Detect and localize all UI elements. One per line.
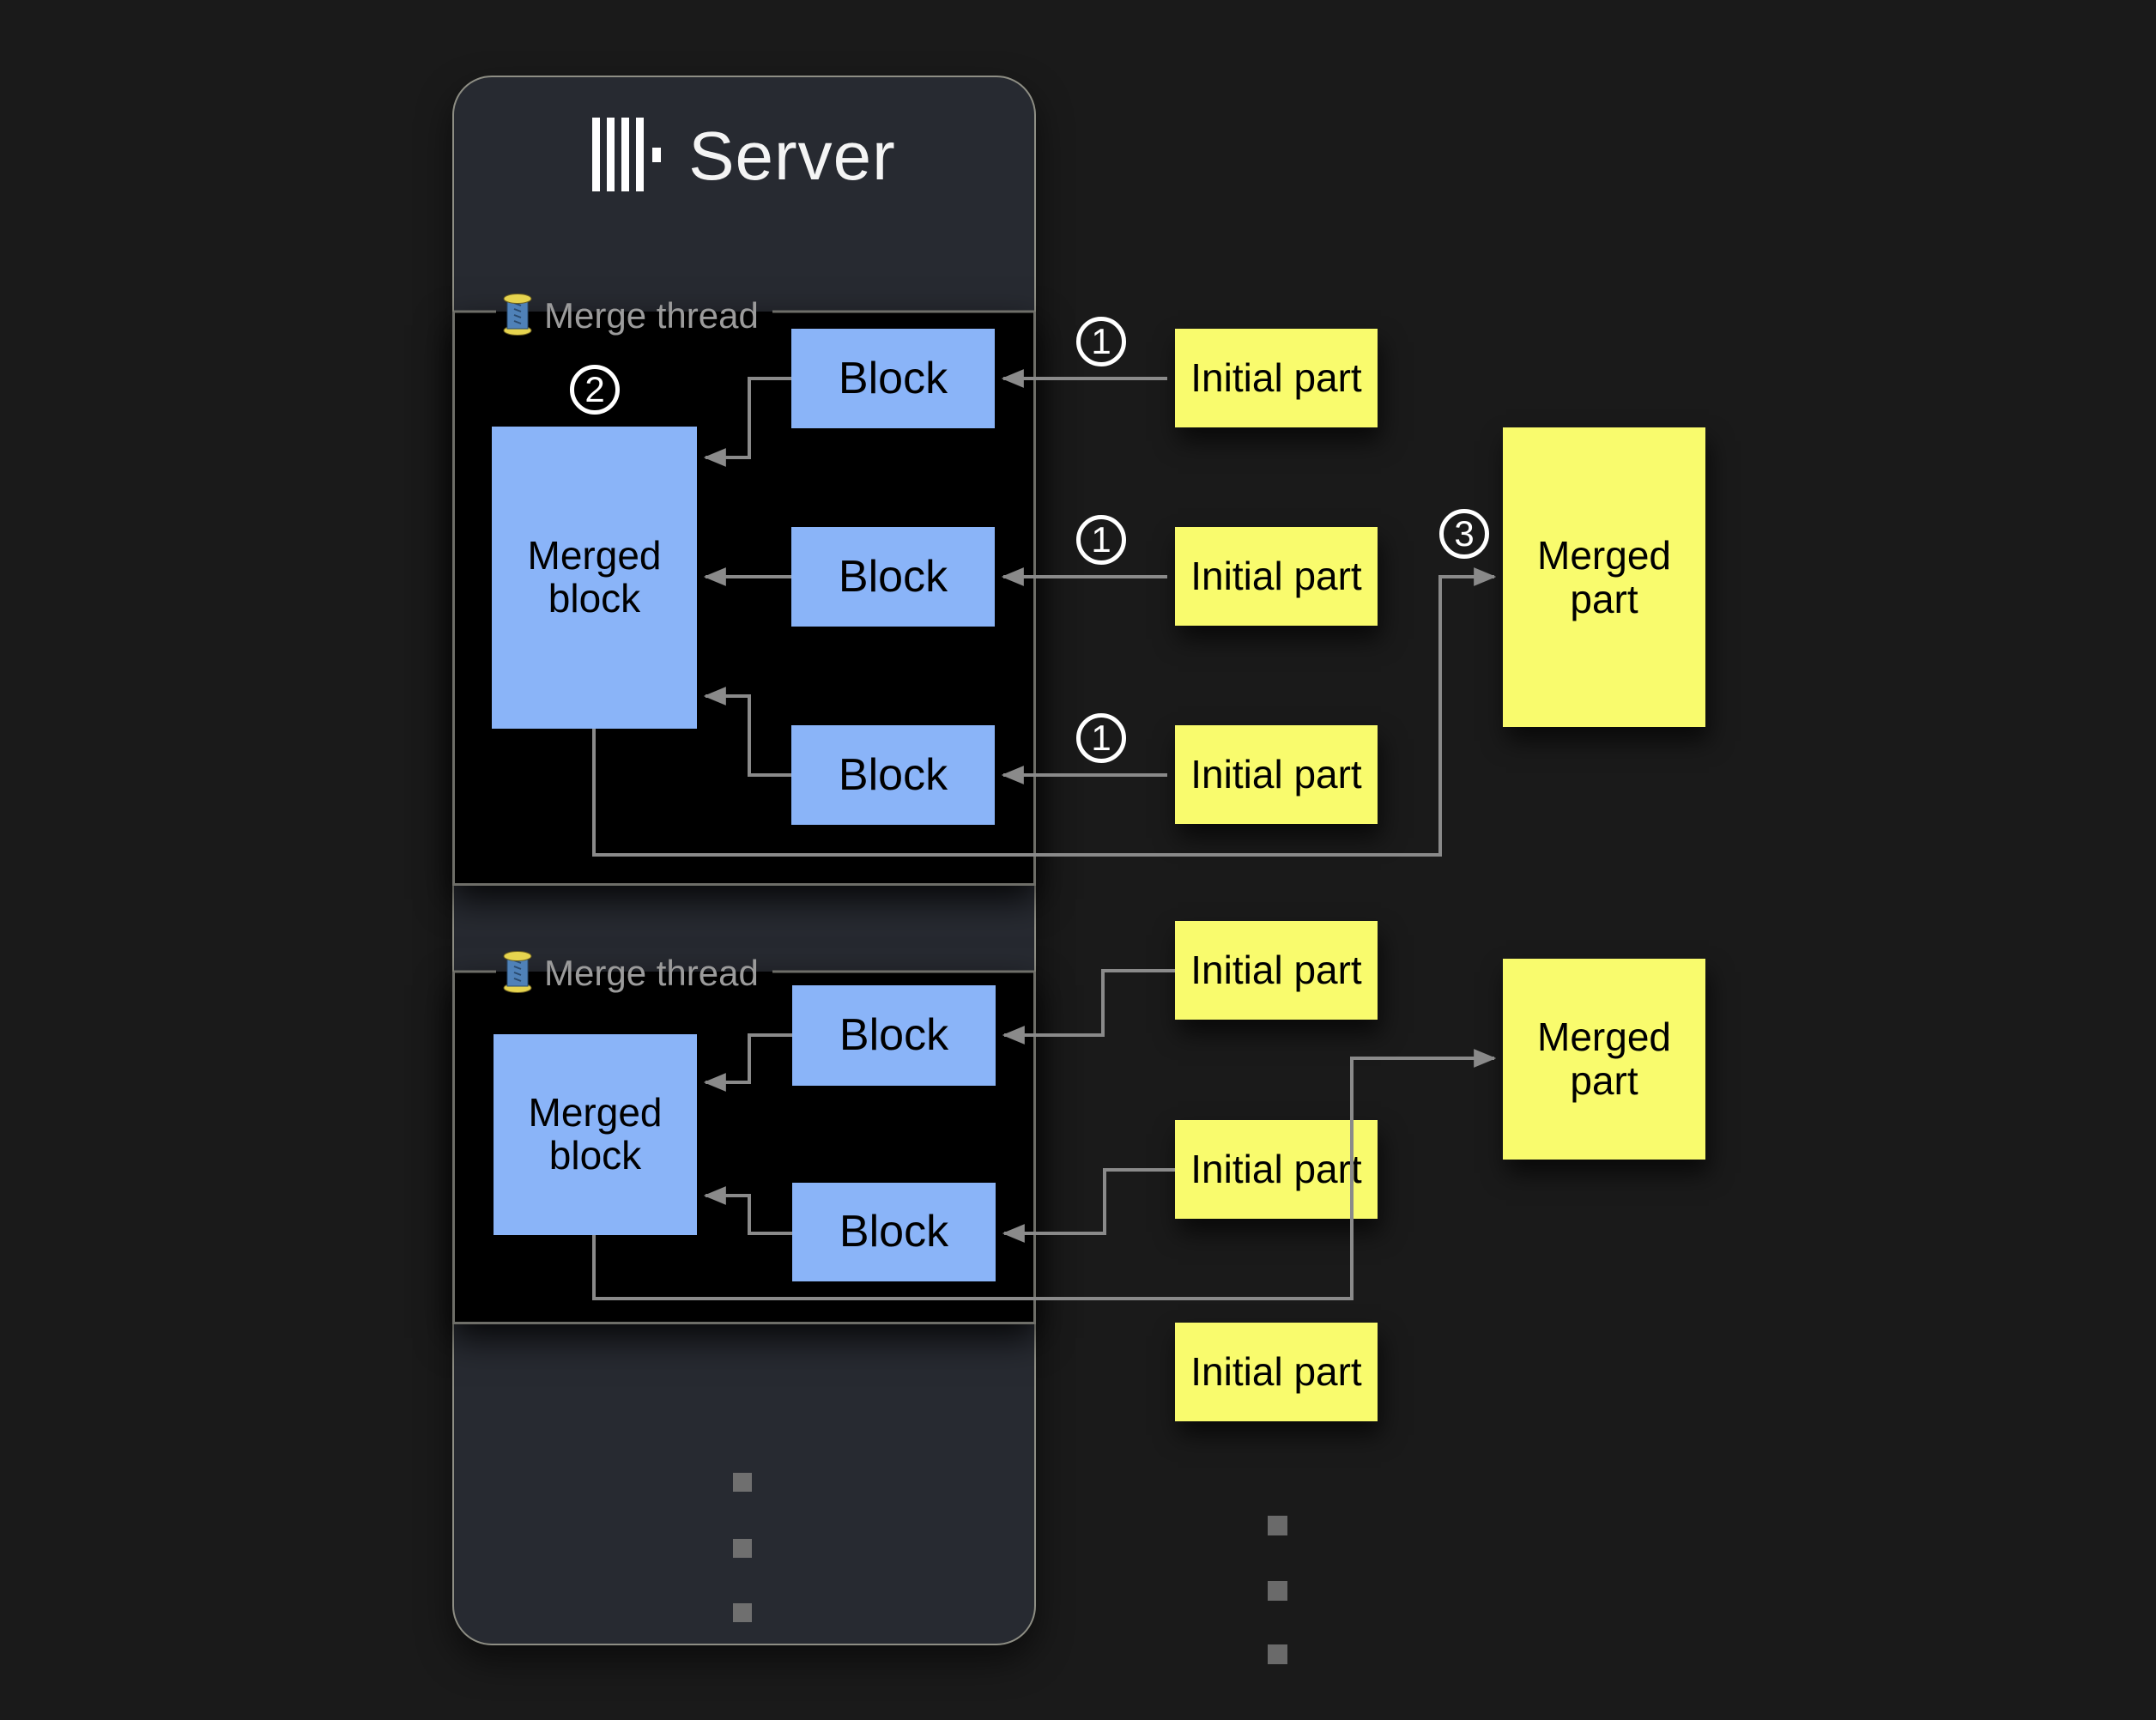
parts-ellipsis-dot [1268, 1644, 1287, 1664]
merged-block-2-label: Merged block [528, 1090, 663, 1178]
merged-block-1-label: Merged block [527, 533, 662, 621]
block-1a-label: Block [838, 353, 948, 403]
step-badge-1c: 1 [1076, 713, 1126, 763]
block-2a: Block [792, 985, 996, 1086]
initial-part-1b-label: Initial part [1190, 554, 1362, 599]
block-1c: Block [791, 725, 995, 825]
server-ellipsis-dot [733, 1473, 752, 1492]
initial-part-2c-label: Initial part [1190, 1349, 1362, 1395]
clickhouse-logo-icon [592, 117, 663, 197]
merged-part-1-label: Merged part [1537, 532, 1671, 621]
initial-part-1c-label: Initial part [1190, 752, 1362, 797]
step-badge-1a-number: 1 [1091, 321, 1111, 361]
block-1b: Block [791, 527, 995, 627]
step-badge-1a: 1 [1076, 317, 1126, 366]
step-badge-1c-number: 1 [1091, 718, 1111, 758]
step-badge-2-number: 2 [584, 369, 605, 409]
block-2b: Block [792, 1183, 996, 1281]
merged-block-2: Merged block [494, 1034, 697, 1235]
initial-part-2b: Initial part [1175, 1120, 1378, 1219]
merged-part-1: Merged part [1503, 427, 1705, 727]
step-badge-1b: 1 [1076, 515, 1126, 565]
server-title: Server [688, 118, 896, 194]
step-badge-1b-number: 1 [1091, 519, 1111, 560]
initial-part-2c: Initial part [1175, 1323, 1378, 1421]
initial-part-1c: Initial part [1175, 725, 1378, 824]
initial-part-1a: Initial part [1175, 329, 1378, 427]
block-1b-label: Block [838, 551, 948, 602]
block-2b-label: Block [839, 1207, 949, 1257]
merge-thread-label-1-text: Merge thread [544, 295, 759, 336]
merged-part-2: Merged part [1503, 959, 1705, 1160]
merge-thread-label-1: Merge thread [503, 290, 759, 342]
server-ellipsis-dot [733, 1539, 752, 1558]
merge-thread-label-2: Merge thread [503, 948, 759, 999]
block-1c-label: Block [838, 749, 948, 800]
merge-thread-label-2-text: Merge thread [544, 953, 759, 993]
step-badge-3-number: 3 [1454, 513, 1475, 554]
parts-ellipsis-dot [1268, 1581, 1287, 1601]
merged-part-2-label: Merged part [1537, 1014, 1671, 1103]
initial-part-2a: Initial part [1175, 921, 1378, 1020]
server-ellipsis-dot [733, 1603, 752, 1622]
parts-ellipsis-dot [1268, 1516, 1287, 1535]
step-badge-3: 3 [1439, 509, 1489, 559]
initial-part-2a-label: Initial part [1190, 948, 1362, 993]
initial-part-1a-label: Initial part [1190, 355, 1362, 401]
initial-part-2b-label: Initial part [1190, 1147, 1362, 1192]
block-1a: Block [791, 329, 995, 428]
initial-part-1b: Initial part [1175, 527, 1378, 626]
block-2a-label: Block [839, 1010, 949, 1061]
thread-spool-icon [503, 950, 532, 997]
server-header: Server [452, 105, 1036, 208]
merged-block-1: Merged block [492, 427, 697, 729]
thread-spool-icon [503, 293, 532, 340]
step-badge-2: 2 [570, 365, 620, 415]
